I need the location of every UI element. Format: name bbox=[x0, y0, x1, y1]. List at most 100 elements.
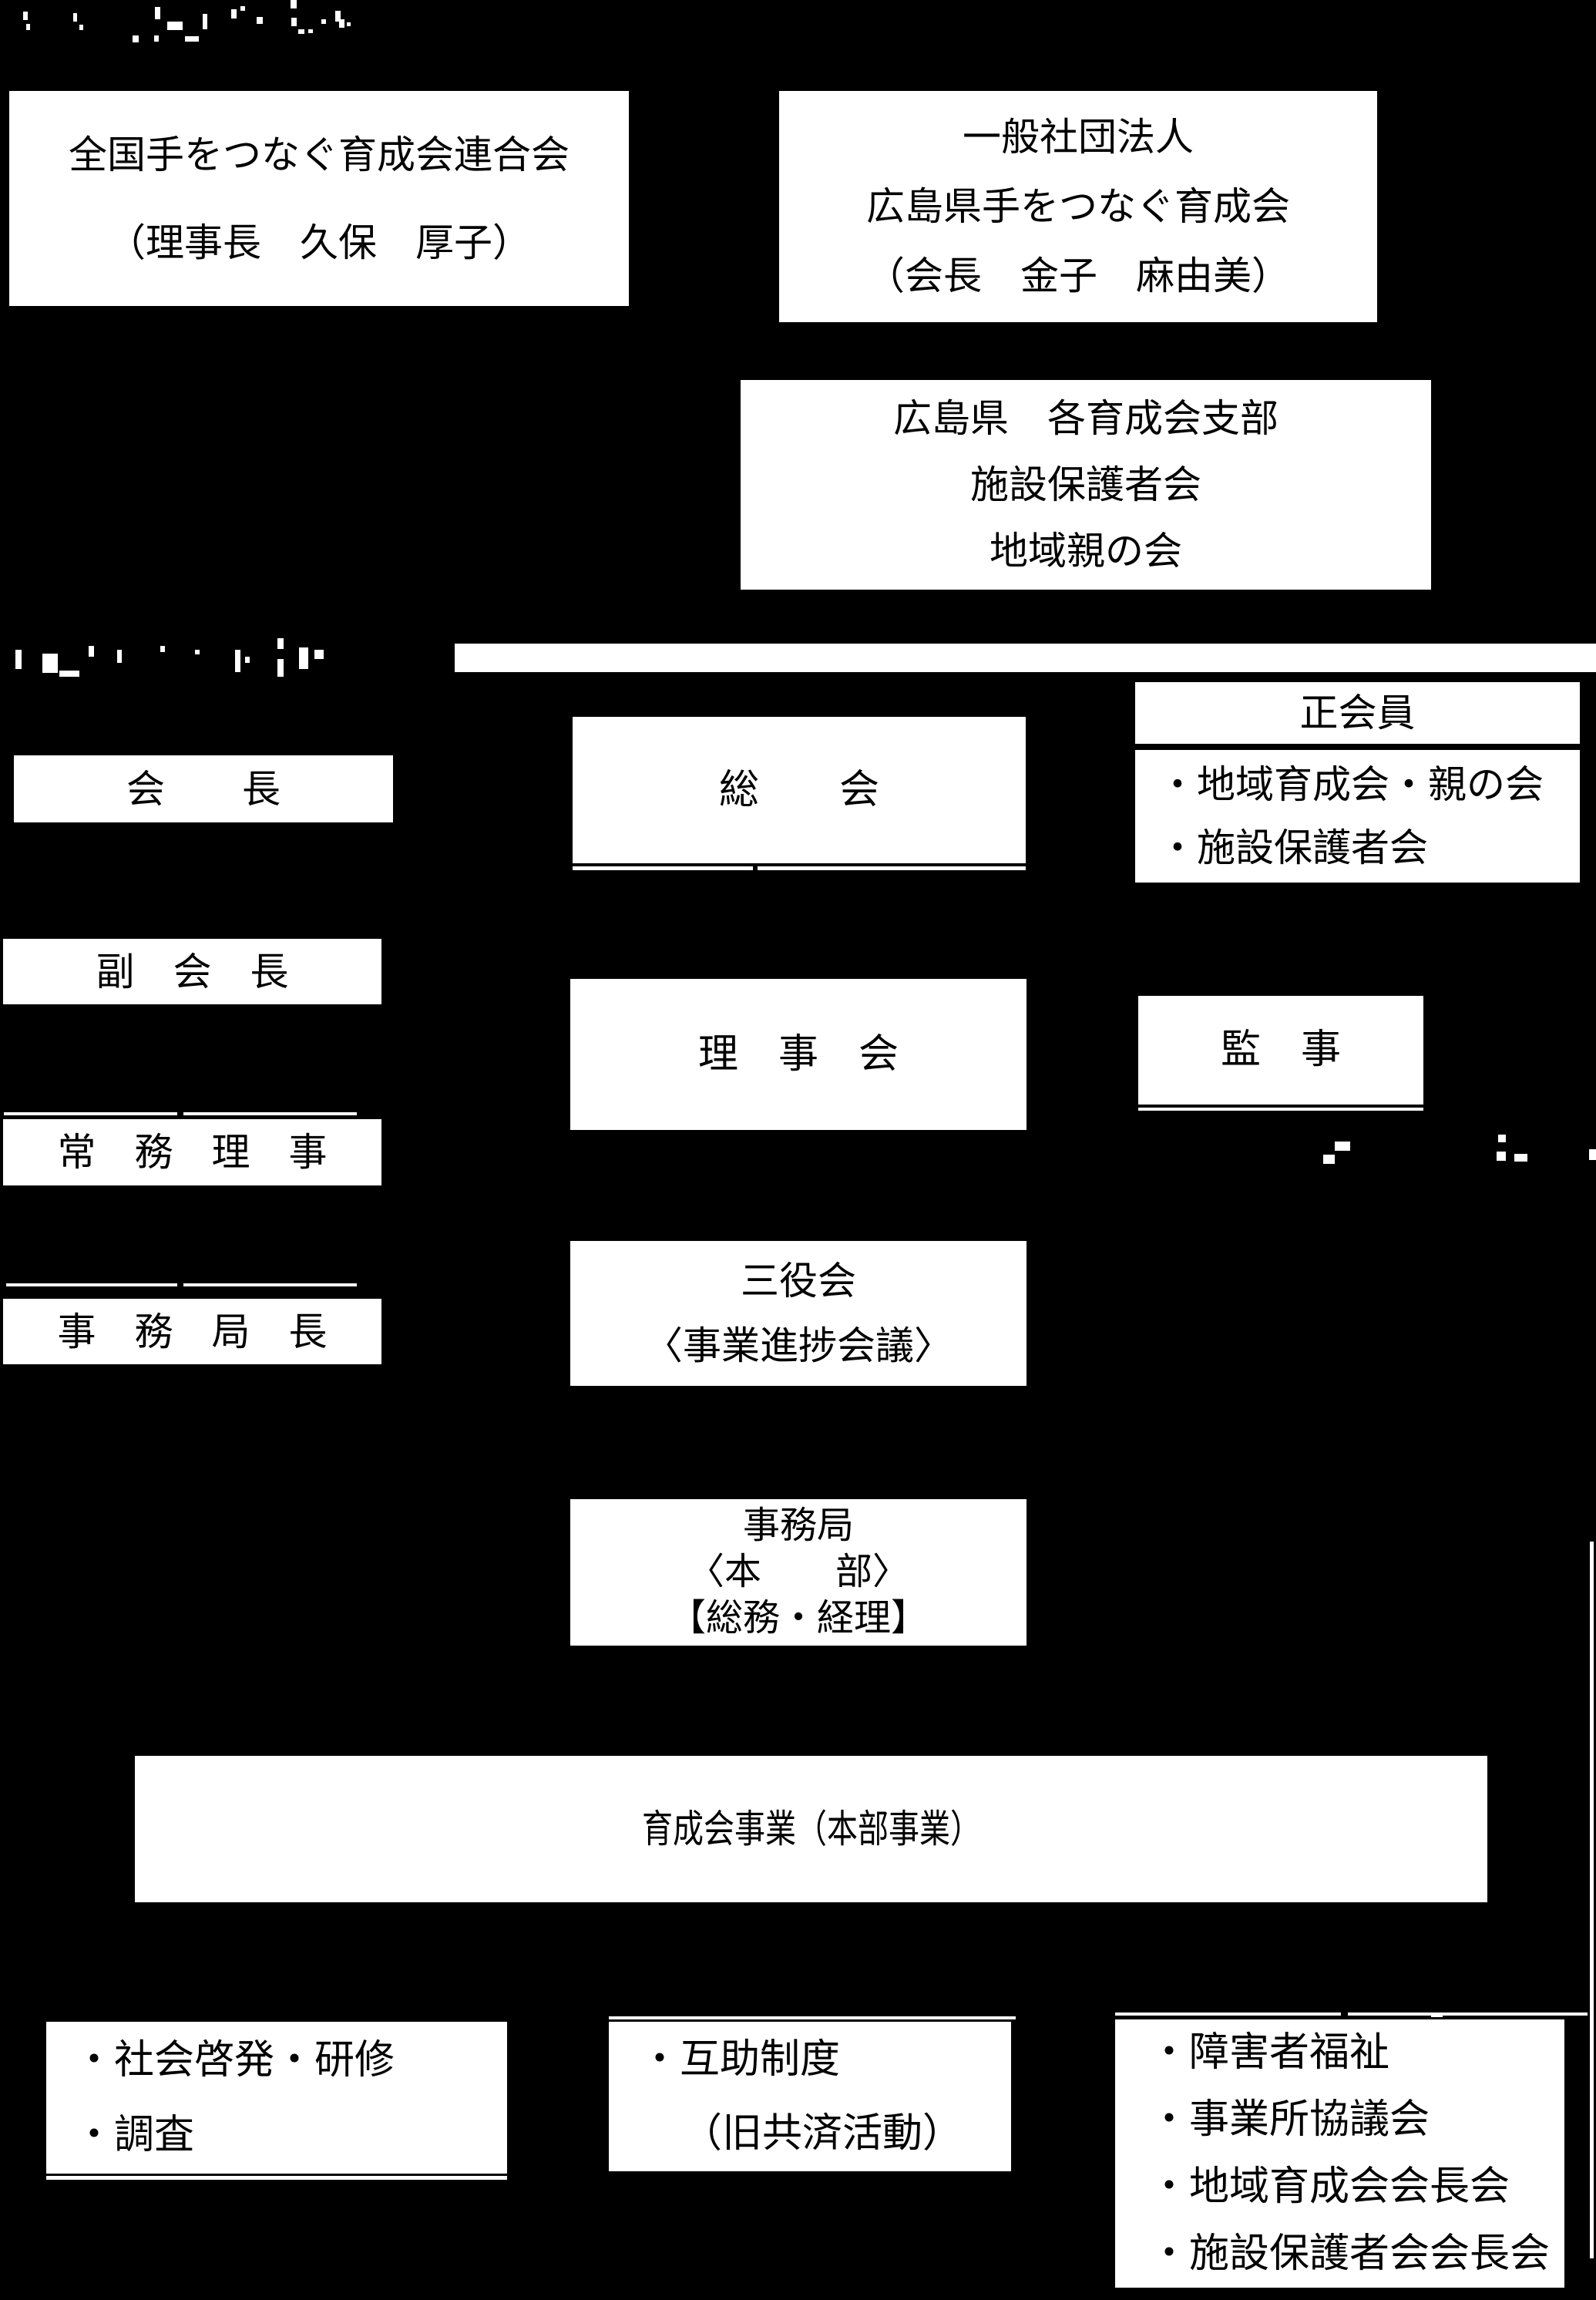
scan-speckle bbox=[1498, 1135, 1506, 1142]
mutual-aid-item: ・互助制度 bbox=[640, 2036, 841, 2083]
scan-speckle bbox=[335, 11, 341, 22]
box-branches-line2: 施設保護者会 bbox=[970, 462, 1201, 507]
scan-speckle bbox=[235, 650, 240, 672]
box-general-assembly-label: 総 会 bbox=[718, 766, 879, 813]
divider-bar bbox=[455, 644, 1596, 672]
scan-speckle bbox=[299, 647, 308, 669]
shadow-line bbox=[573, 866, 753, 870]
box-association-programs-label: 育成会事業（本部事業） bbox=[641, 1807, 981, 1851]
shadow-line bbox=[183, 1283, 357, 1286]
shadow-line bbox=[609, 2016, 1016, 2019]
three-officers-subtitle: 〈事業進捗会議〉 bbox=[644, 1323, 953, 1368]
scan-speckle bbox=[26, 24, 30, 30]
scan-speckle bbox=[277, 659, 284, 677]
shadow-line bbox=[4, 1112, 177, 1115]
box-auditors: 監 事 bbox=[1138, 996, 1423, 1105]
box-national-federation-name: 全国手をつなぐ育成会連合会 bbox=[69, 132, 570, 177]
shadow-line bbox=[1431, 2014, 1443, 2017]
shadow-line bbox=[1138, 1108, 1423, 1111]
scan-speckle bbox=[321, 19, 326, 24]
box-branches: 広島県 各育成会支部 施設保護者会 地域親の会 bbox=[741, 380, 1431, 590]
box-secretary-general-label: 事 務 局 長 bbox=[57, 1309, 328, 1354]
box-president: 会 長 bbox=[14, 755, 393, 822]
scan-speckle bbox=[240, 6, 245, 11]
box-prefectural-association-type: 一般社団法人 bbox=[963, 115, 1194, 160]
scan-speckle bbox=[245, 657, 250, 663]
secretariat-title: 事務局 bbox=[742, 1504, 854, 1548]
box-prefectural-association-chair: （会長 金子 麻由美） bbox=[866, 254, 1290, 298]
shadow-line bbox=[1590, 1542, 1594, 2258]
offices-council-item: ・事業所協議会 bbox=[1149, 2097, 1430, 2144]
box-president-label: 会 長 bbox=[126, 766, 281, 812]
box-national-federation-chair: （理事長 久保 厚子） bbox=[107, 220, 531, 265]
facility-chairs-item: ・施設保護者会会長会 bbox=[1149, 2231, 1551, 2278]
scan-speckle bbox=[155, 7, 160, 19]
shadow-line bbox=[1348, 2012, 1588, 2016]
scan-speckle bbox=[298, 29, 304, 34]
scan-speckle bbox=[160, 646, 165, 652]
scan-speckle bbox=[291, 18, 297, 26]
box-vice-president-label: 副 会 長 bbox=[96, 949, 289, 994]
regular-members-separator bbox=[1135, 744, 1580, 750]
box-national-federation: 全国手をつなぐ育成会連合会 （理事長 久保 厚子） bbox=[9, 91, 629, 306]
scan-speckle bbox=[339, 19, 344, 28]
box-board-of-directors-label: 理 事 会 bbox=[697, 1031, 899, 1078]
scan-speckle bbox=[89, 646, 94, 657]
box-general-assembly: 総 会 bbox=[573, 717, 1026, 863]
scan-speckle bbox=[79, 25, 83, 30]
scan-speckle bbox=[23, 12, 28, 20]
box-auditors-label: 監 事 bbox=[1220, 1027, 1341, 1074]
scan-speckle bbox=[1335, 1142, 1350, 1151]
scan-speckle bbox=[314, 650, 324, 659]
welfare-item: ・障害者福祉 bbox=[1149, 2029, 1390, 2076]
box-welfare-councils: ・障害者福祉 ・事業所協議会 ・地域育成会会長会 ・施設保護者会会長会 bbox=[1115, 2019, 1564, 2288]
box-branches-line3: 地域親の会 bbox=[990, 529, 1182, 573]
scan-speckle bbox=[42, 654, 58, 673]
box-executive-director-label: 常 務 理 事 bbox=[57, 1130, 328, 1175]
scan-speckle bbox=[167, 22, 183, 30]
shadow-line bbox=[183, 1112, 357, 1115]
box-prefectural-association-name: 広島県手をつなぐ育成会 bbox=[866, 184, 1290, 229]
scan-speckle bbox=[1589, 1149, 1596, 1160]
scan-speckle bbox=[1514, 1154, 1527, 1162]
box-awareness-research: ・社会啓発・研修 ・調査 bbox=[46, 2022, 507, 2174]
scan-speckle bbox=[1323, 1155, 1335, 1164]
mutual-aid-note: （旧共済活動） bbox=[682, 2110, 963, 2157]
secretariat-honbu: 〈本 部〉 bbox=[687, 1550, 909, 1594]
secretariat-departments: 【総務・経理】 bbox=[668, 1596, 928, 1639]
shadow-line bbox=[1115, 2012, 1341, 2016]
scan-speckle bbox=[291, 0, 297, 8]
box-three-officers-meeting: 三役会 〈事業進捗会議〉 bbox=[570, 1241, 1026, 1386]
regular-members-header: 正会員 bbox=[1299, 691, 1416, 735]
scan-speckle bbox=[231, 9, 237, 18]
scan-speckle bbox=[15, 650, 22, 669]
scan-speckle bbox=[185, 36, 199, 42]
box-mutual-aid: ・互助制度 （旧共済活動） bbox=[609, 2022, 1011, 2171]
three-officers-title: 三役会 bbox=[741, 1259, 856, 1303]
shadow-line bbox=[758, 866, 1026, 870]
awareness-item: ・社会啓発・研修 bbox=[74, 2037, 395, 2084]
box-board-of-directors: 理 事 会 bbox=[570, 979, 1026, 1130]
scan-speckle bbox=[257, 17, 263, 24]
scan-speckle bbox=[308, 29, 313, 33]
box-branches-line1: 広島県 各育成会支部 bbox=[893, 396, 1278, 441]
scan-speckle bbox=[73, 13, 77, 22]
regular-members-list: ・地域育成会・親の会 ・施設保護者会 bbox=[1135, 750, 1580, 883]
scan-speckle bbox=[195, 650, 200, 654]
research-item: ・調査 bbox=[74, 2111, 195, 2158]
local-chairs-item: ・地域育成会会長会 bbox=[1149, 2164, 1510, 2211]
scan-speckle bbox=[133, 35, 139, 42]
box-prefectural-association: 一般社団法人 広島県手をつなぐ育成会 （会長 金子 麻由美） bbox=[779, 91, 1377, 322]
box-vice-president: 副 会 長 bbox=[3, 939, 381, 1004]
box-regular-members: 正会員 ・地域育成会・親の会 ・施設保護者会 bbox=[1135, 682, 1580, 883]
scan-speckle bbox=[277, 638, 284, 649]
shadow-line bbox=[6, 1283, 177, 1286]
scan-speckle bbox=[59, 671, 79, 677]
scan-speckle bbox=[203, 14, 207, 29]
scan-speckle bbox=[154, 35, 159, 42]
shadow-line bbox=[46, 2176, 507, 2180]
box-association-programs: 育成会事業（本部事業） bbox=[135, 1756, 1487, 1902]
scan-speckle bbox=[1497, 1152, 1506, 1161]
regular-members-item: ・施設保護者会 bbox=[1158, 826, 1428, 870]
